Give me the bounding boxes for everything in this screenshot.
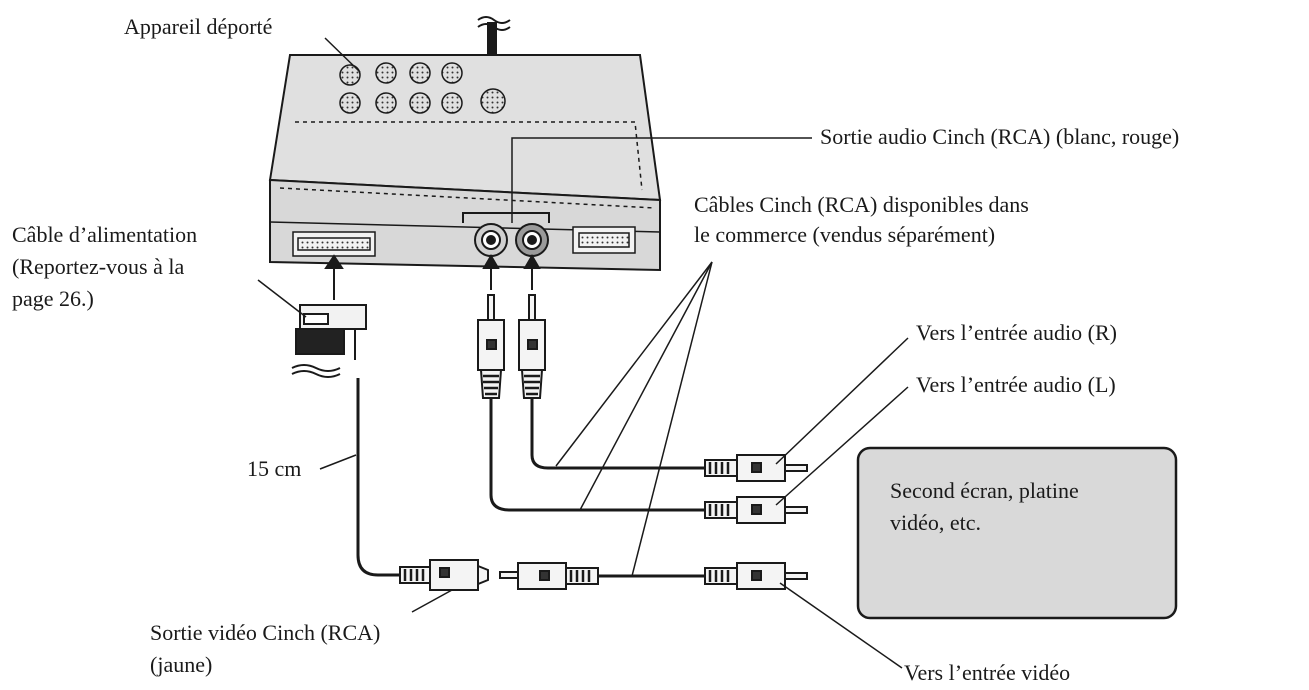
audio-plug-l <box>704 496 808 524</box>
label-audio-in-r: Vers l’entrée audio (R) <box>916 320 1117 345</box>
label-video-out-line1: Sortie vidéo Cinch (RCA) <box>150 620 381 645</box>
label-remote-unit: Appareil déporté <box>124 14 273 39</box>
audio-plug-r <box>704 454 808 482</box>
label-audio-out: Sortie audio Cinch (RCA) (blanc, rouge) <box>820 124 1180 149</box>
top-connectors <box>339 62 506 114</box>
label-power-cable-line2: (Reportez-vous à la <box>12 254 185 279</box>
antenna-lead <box>477 16 511 55</box>
label-rca-cables-line2: le commerce (vendus séparément) <box>694 222 996 247</box>
label-audio-in-l: Vers l’entrée audio (L) <box>916 372 1116 397</box>
video-lead <box>356 378 400 577</box>
leader-lines <box>257 37 909 669</box>
aux-connector <box>572 226 636 254</box>
label-rca-cables-line1: Câbles Cinch (RCA) disponibles dans <box>694 192 1029 217</box>
label-power-cable-line3: page 26.) <box>12 286 94 311</box>
label-second-screen-line2: vidéo, etc. <box>890 510 982 535</box>
audio-jack-panel <box>462 212 550 257</box>
label-power-cable-line1: Câble d’alimentation <box>12 222 198 247</box>
video-extension-cable <box>499 562 808 590</box>
label-video-out-line2: (jaune) <box>150 652 213 677</box>
second-screen-box <box>856 446 1178 620</box>
label-second-screen-line1: Second écran, platine <box>890 478 1079 503</box>
power-connector <box>292 231 376 257</box>
power-cable <box>291 254 367 378</box>
audio-cables <box>489 398 705 512</box>
label-length: 15 cm <box>247 456 302 481</box>
video-output-plug <box>399 559 489 591</box>
label-video-in: Vers l’entrée vidéo <box>904 660 1071 685</box>
audio-plugs-vertical <box>477 254 546 399</box>
